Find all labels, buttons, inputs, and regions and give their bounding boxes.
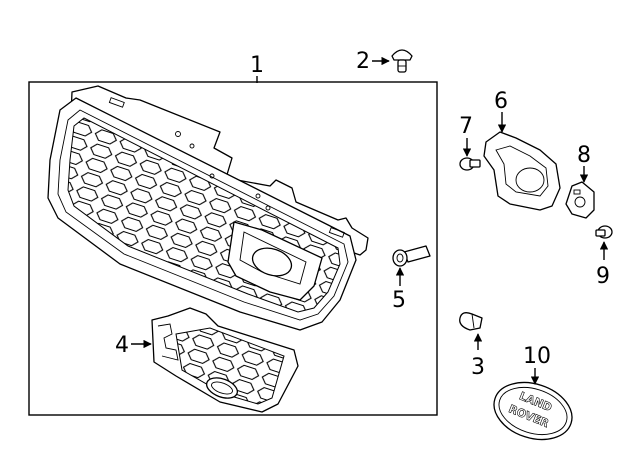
callout-label-9: 9 — [596, 264, 610, 289]
callout-label-7: 7 — [459, 114, 473, 139]
radiator-grille-part[interactable] — [47, 85, 369, 331]
screw-9-part[interactable] — [595, 225, 613, 239]
assembly-frame — [28, 81, 438, 416]
callout-label-3: 3 — [471, 355, 485, 380]
fastener-bolt-part[interactable] — [392, 245, 431, 267]
callout-label-5: 5 — [392, 288, 406, 313]
push-clip-part[interactable] — [391, 49, 413, 73]
callout-label-8: 8 — [577, 143, 591, 168]
lower-grille-insert-part[interactable] — [151, 307, 299, 413]
emblem-part[interactable]: LAND ROVER — [487, 373, 580, 449]
callout-3: 3 — [471, 333, 485, 380]
callout-label-4: 4 — [115, 333, 129, 358]
callout-5: 5 — [392, 267, 406, 313]
screw-7-part[interactable] — [459, 157, 481, 171]
callout-10: 10 — [523, 344, 551, 385]
callout-label-10: 10 — [523, 344, 551, 369]
callout-9: 9 — [596, 241, 610, 289]
callout-8: 8 — [577, 143, 591, 183]
callout-6: 6 — [494, 89, 508, 133]
callout-1: 1 — [250, 53, 264, 83]
callout-label-1: 1 — [250, 53, 264, 78]
camera-module-part[interactable] — [565, 181, 595, 219]
callout-2: 2 — [356, 49, 390, 74]
callout-7: 7 — [459, 114, 473, 157]
callout-4: 4 — [115, 333, 152, 358]
plug-cap-part[interactable] — [459, 312, 483, 331]
callout-label-2: 2 — [356, 49, 370, 74]
callout-label-6: 6 — [494, 89, 508, 114]
camera-bracket-part[interactable] — [483, 131, 561, 211]
